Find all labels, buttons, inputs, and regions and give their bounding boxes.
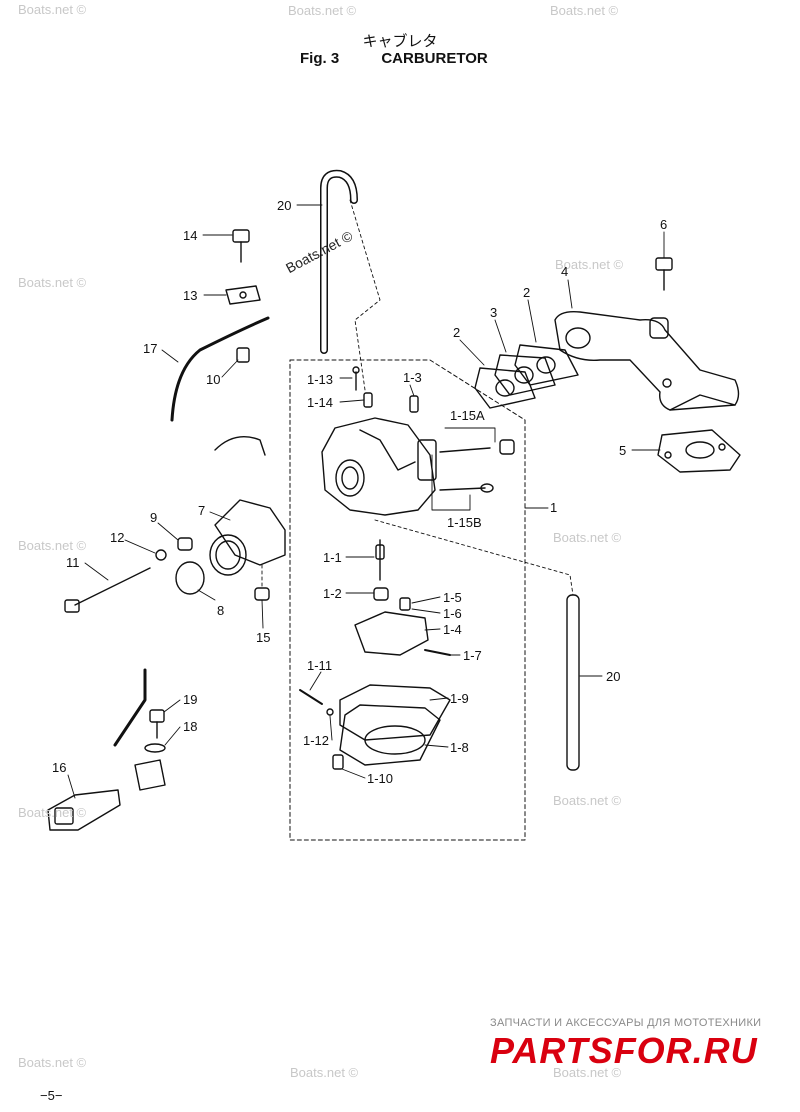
collar-9 <box>177 537 193 551</box>
callout-7: 7 <box>198 503 206 518</box>
callout-1-3: 1-3 <box>403 370 422 385</box>
callout-1-13: 1-13 <box>307 372 334 387</box>
callout-8: 8 <box>217 603 225 618</box>
callout-15: 15 <box>256 630 271 645</box>
callout-12: 12 <box>110 530 125 545</box>
float-chamber-1-8 <box>339 704 441 766</box>
spacer-3 <box>494 354 556 396</box>
watermark: Boats.net © <box>18 805 87 820</box>
callout-1-12: 1-12 <box>303 733 330 748</box>
cable-17 <box>170 316 270 422</box>
callout-1-10: 1-10 <box>367 771 394 786</box>
watermark: Boats.net © <box>18 538 87 553</box>
callout-3: 3 <box>490 305 498 320</box>
watermark: Boats.net © <box>555 257 624 272</box>
figure-label: Fig. 3 <box>300 50 340 67</box>
callout-1-9: 1-9 <box>450 691 469 706</box>
callout-1-14: 1-14 <box>307 395 334 410</box>
watermark: Boats.net © <box>18 275 87 290</box>
gasket-5 <box>657 429 741 473</box>
bolt-11 <box>74 567 151 606</box>
callout-4: 4 <box>561 264 569 279</box>
callout-1-11: 1-11 <box>307 658 333 673</box>
page-number: −5− <box>40 1088 63 1103</box>
hose-20-top <box>320 169 358 354</box>
callout-1-4: 1-4 <box>443 622 462 637</box>
float-1-4 <box>354 611 429 656</box>
callout-2-left: 2 <box>453 325 461 340</box>
callout-2-right: 2 <box>523 285 531 300</box>
watermark: Boats.net © <box>290 1065 359 1080</box>
callout-1-6: 1-6 <box>443 606 462 621</box>
gasket-2-right <box>514 344 579 386</box>
callout-20-right: 20 <box>606 669 621 684</box>
watermark: Boats.net © <box>288 3 357 18</box>
brand-tagline: ЗАПЧАСТИ И АКСЕССУАРЫ ДЛЯ МОТОТЕХНИКИ <box>490 1017 762 1029</box>
bolt-14 <box>232 229 250 243</box>
callout-9: 9 <box>150 510 158 525</box>
watermark: Boats.net © <box>553 1065 622 1080</box>
figure-heading: Fig. 3 CARBURETOR <box>300 50 488 67</box>
knob-16 <box>47 789 121 831</box>
callout-1-1: 1-1 <box>323 550 342 565</box>
callout-6: 6 <box>660 217 668 232</box>
callout-20: 20 <box>277 198 292 213</box>
callout-1-7: 1-7 <box>463 648 482 663</box>
figure-title: CARBURETOR <box>381 50 488 67</box>
callout-16: 16 <box>52 760 67 775</box>
gasket-2-left <box>474 367 536 409</box>
callout-10: 10 <box>206 372 221 387</box>
callout-1: 1 <box>550 500 558 515</box>
callout-1-15b: 1-15B <box>447 515 482 530</box>
housing-7 <box>214 499 286 566</box>
callout-5: 5 <box>619 443 627 458</box>
bolt-19 <box>149 709 165 723</box>
watermark: Boats.net © <box>18 1055 87 1070</box>
gasket-1-9 <box>339 684 451 741</box>
bolt-6 <box>655 257 673 271</box>
callout-17: 17 <box>143 341 158 356</box>
callout-14: 14 <box>183 228 198 243</box>
watermark: Boats.net © <box>18 2 87 17</box>
plate-13 <box>225 285 261 305</box>
gasket-8 <box>175 561 205 595</box>
callout-1-5: 1-5 <box>443 590 462 605</box>
watermark: Boats.net © <box>553 793 622 808</box>
watermark: Boats.net © <box>553 530 622 545</box>
page-title-japanese: キャブレタ <box>362 33 438 50</box>
hose-20-right <box>566 594 580 771</box>
watermark: Boats.net © <box>550 3 619 18</box>
brand-logo-text[interactable]: PARTSFOR.RU <box>490 1030 758 1071</box>
callout-19: 19 <box>183 692 198 707</box>
manifold-4 <box>554 310 740 411</box>
washer-18 <box>144 743 166 753</box>
clamp-10 <box>236 347 250 363</box>
callout-1-8: 1-8 <box>450 740 469 755</box>
washer-12 <box>155 549 167 561</box>
nut-15 <box>254 587 270 601</box>
callout-1-2: 1-2 <box>323 586 342 601</box>
callout-1-15a: 1-15A <box>450 408 485 423</box>
callout-18: 18 <box>183 719 198 734</box>
cable-16 <box>113 668 147 747</box>
callout-11: 11 <box>66 555 80 570</box>
assembly-boundary <box>289 359 526 841</box>
carburetor-body-1 <box>321 417 436 516</box>
callout-13: 13 <box>183 288 198 303</box>
